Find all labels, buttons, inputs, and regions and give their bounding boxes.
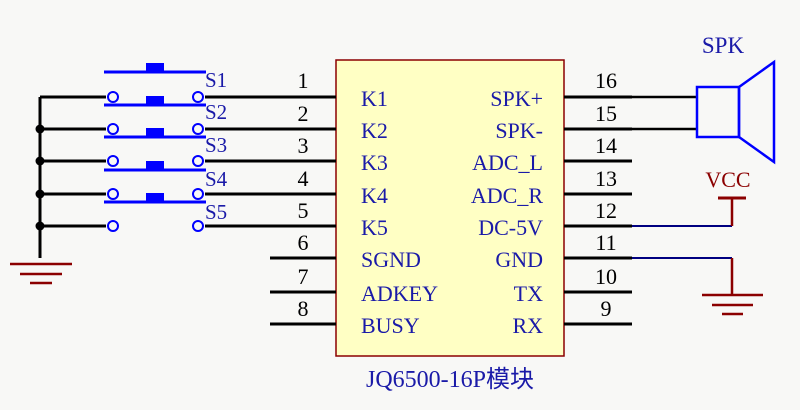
pin-label-tx: TX xyxy=(514,281,543,306)
switch-s2: S2 xyxy=(40,96,270,135)
switch-s3: S3 xyxy=(40,128,270,167)
right-pin-10: 10 TX xyxy=(514,264,632,306)
left-pin-4: 4 K4 xyxy=(270,166,388,208)
right-pin-14: 14 ADC_L xyxy=(472,133,632,175)
speaker-symbol: SPK xyxy=(632,33,776,165)
switch-label: S1 xyxy=(205,68,227,92)
vcc-label: VCC xyxy=(705,167,750,192)
module-caption: JQ6500-16P模块 xyxy=(366,366,534,393)
pin-label-k5: K5 xyxy=(361,215,388,240)
module-body xyxy=(335,59,565,357)
pin-label-spk-minus: SPK- xyxy=(495,118,543,143)
pin-number: 4 xyxy=(298,166,309,191)
left-pin-2: 2 K2 xyxy=(270,101,388,143)
pin-number: 3 xyxy=(298,133,309,158)
switch-s4: S4 xyxy=(40,161,270,200)
pin-number: 7 xyxy=(298,264,309,289)
right-pin-11: 11 GND xyxy=(495,230,632,272)
switch-label: S2 xyxy=(205,100,227,124)
right-pin-15: 15 SPK- xyxy=(495,101,632,143)
ground-symbol-left xyxy=(10,262,72,285)
left-pin-group: 1 K1 2 K2 3 K3 4 K4 5 K5 6 SGND xyxy=(270,68,438,338)
pin-label-adc-r: ADC_R xyxy=(471,183,543,208)
vcc-net: VCC xyxy=(632,167,751,227)
pin-number: 8 xyxy=(298,296,309,321)
pin-label-k1: K1 xyxy=(361,86,388,111)
pin-number: 6 xyxy=(298,230,309,255)
pin-number: 12 xyxy=(595,198,617,223)
pin-number: 15 xyxy=(595,101,617,126)
switch-label: S5 xyxy=(205,200,227,224)
switch-s5: S5 xyxy=(40,193,270,232)
pin-label-adc-l: ADC_L xyxy=(472,150,543,175)
pin-label-gnd: GND xyxy=(495,247,543,272)
pin-label-dc-5v: DC-5V xyxy=(478,215,543,240)
pin-label-spk-plus: SPK+ xyxy=(490,86,543,111)
switch-s1: S1 xyxy=(40,63,270,103)
pin-number: 14 xyxy=(595,133,617,158)
left-pin-8: 8 BUSY xyxy=(270,296,420,338)
switch-common-bus xyxy=(35,97,45,258)
right-pin-13: 13 ADC_R xyxy=(471,166,632,208)
right-pin-12: 12 DC-5V xyxy=(478,198,632,240)
pin-label-sgnd: SGND xyxy=(361,247,421,272)
left-pin-3: 3 K3 xyxy=(270,133,388,175)
pin-number: 16 xyxy=(595,68,617,93)
pin-label-adkey: ADKEY xyxy=(361,281,438,306)
left-pin-7: 7 ADKEY xyxy=(270,264,438,306)
right-pin-9: 9 RX xyxy=(512,296,632,338)
pin-label-busy: BUSY xyxy=(361,313,420,338)
switch-label: S3 xyxy=(205,133,227,157)
pin-label-k3: K3 xyxy=(361,150,388,175)
pin-number: 9 xyxy=(601,296,612,321)
pin-label-rx: RX xyxy=(512,313,543,338)
ground-symbol-right xyxy=(702,293,763,316)
switch-label: S4 xyxy=(205,167,228,191)
gnd-net xyxy=(632,257,763,316)
pin-number: 13 xyxy=(595,166,617,191)
right-pin-group: 16 SPK+ 15 SPK- 14 ADC_L 13 ADC_R 12 DC-… xyxy=(471,68,632,338)
pin-label-k2: K2 xyxy=(361,118,388,143)
left-pin-1: 1 K1 xyxy=(270,68,388,111)
right-pin-16: 16 SPK+ xyxy=(490,68,632,111)
pin-number: 11 xyxy=(595,230,616,255)
pin-number: 5 xyxy=(298,198,309,223)
pin-number: 2 xyxy=(298,101,309,126)
left-pin-5: 5 K5 xyxy=(270,198,388,240)
speaker-label: SPK xyxy=(702,33,745,58)
left-pin-6: 6 SGND xyxy=(270,230,421,272)
pin-number: 1 xyxy=(298,68,309,93)
pin-number: 10 xyxy=(595,264,617,289)
pin-label-k4: K4 xyxy=(361,183,388,208)
